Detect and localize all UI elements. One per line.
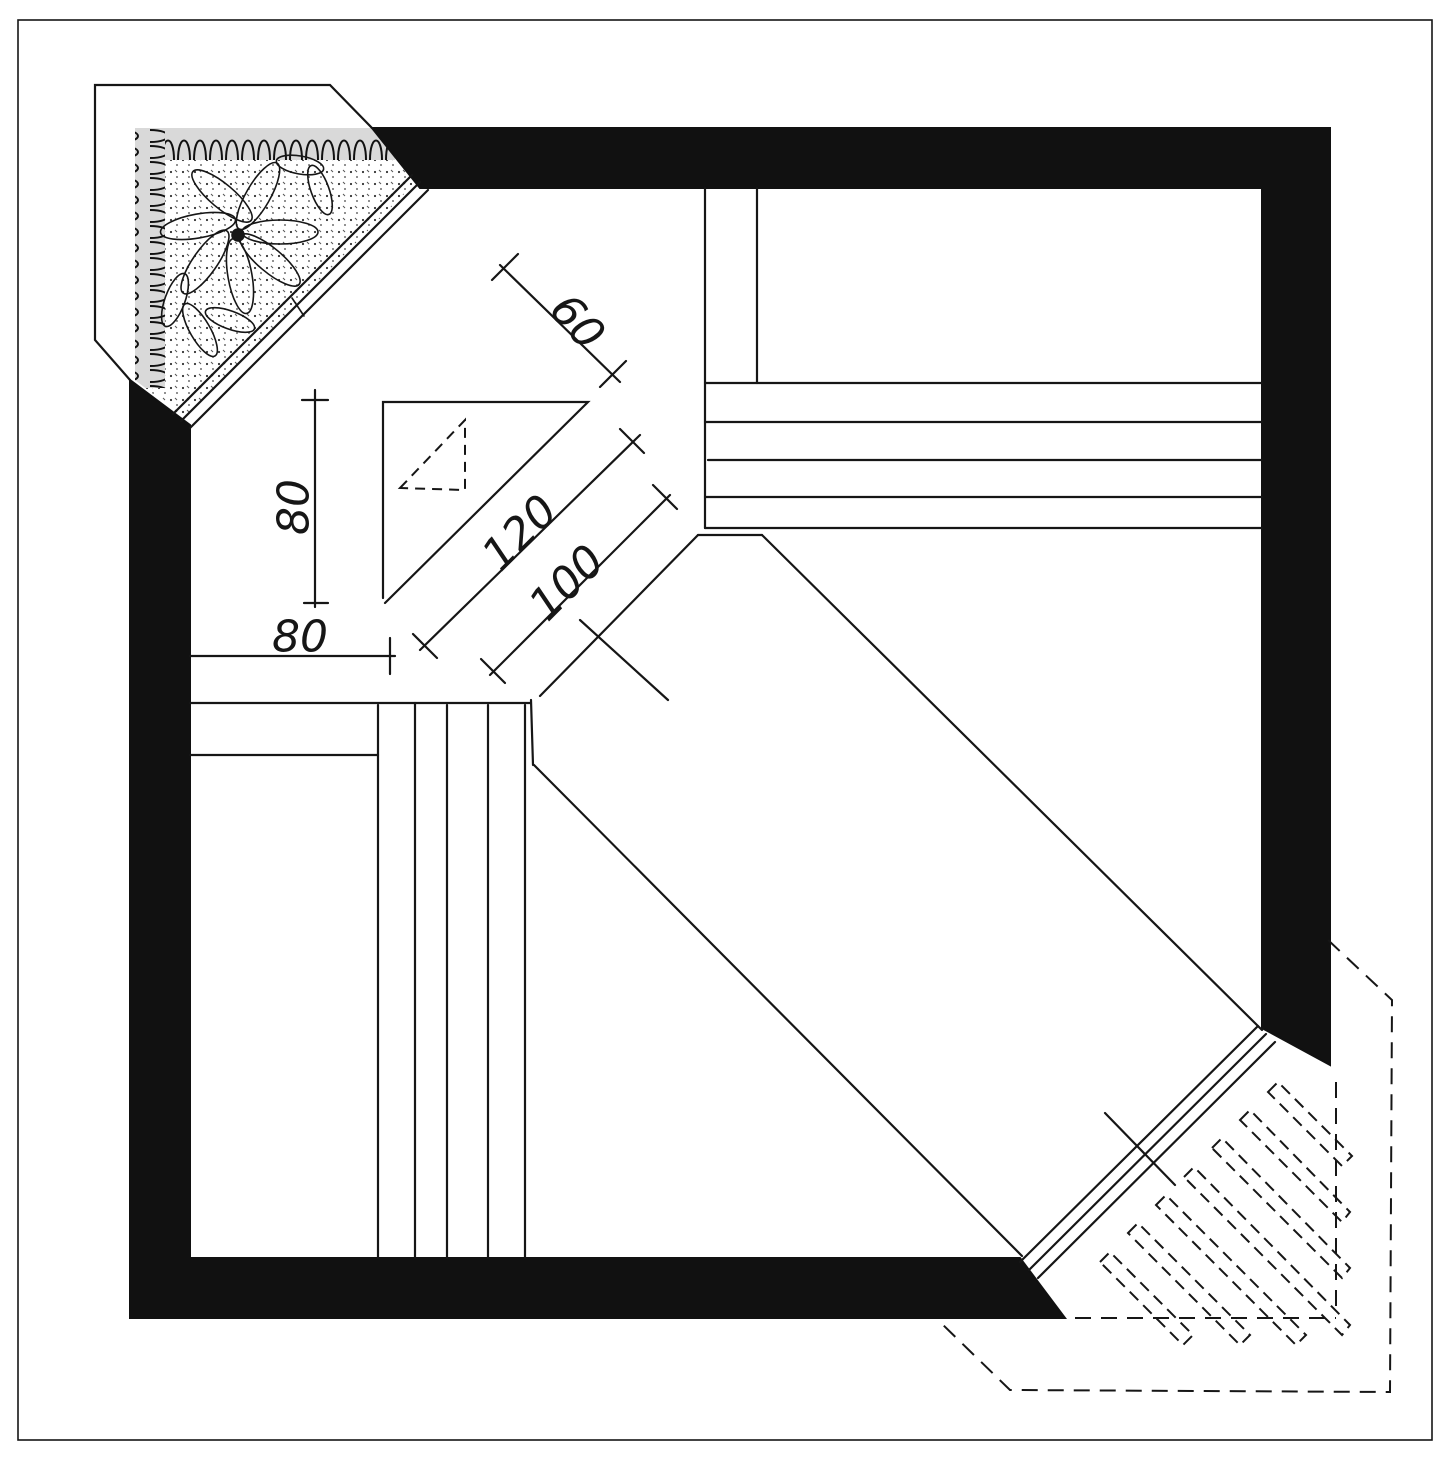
deck-board: [1210, 1136, 1352, 1280]
wall-top-right: [369, 127, 1331, 1067]
deck-board: [1182, 1165, 1352, 1337]
dimension-80-vertical: 80: [269, 388, 330, 609]
lower-left-unit: [188, 701, 532, 1260]
sheet-frame: [17, 19, 1433, 1441]
dim-line: [488, 493, 672, 677]
bed-edge: [532, 763, 1024, 1258]
corner-table: [381, 400, 591, 605]
window-tick: [291, 297, 305, 317]
planting-outline: [93, 83, 374, 382]
deck-board: [1154, 1193, 1308, 1347]
dim-tick: [411, 632, 439, 660]
planting-area: [135, 128, 416, 418]
terrace-area: [939, 939, 1394, 1394]
deck-board: [1238, 1108, 1352, 1224]
window-line: [1018, 1024, 1260, 1264]
dimension-60: 60: [490, 252, 628, 389]
table-dashed-inset: [397, 417, 466, 492]
bed-edge: [760, 533, 1264, 1032]
dim-label-60: 60: [539, 284, 614, 360]
dim-tick: [490, 252, 520, 282]
dim-tick: [618, 427, 646, 455]
dim-label-80-horizontal: 80: [272, 612, 328, 663]
window-top-left: [171, 173, 430, 430]
bed-edge: [529, 698, 535, 767]
window-line: [1027, 1032, 1268, 1272]
dimension-80-horizontal: 80: [188, 612, 397, 676]
dimension-120: 120: [411, 427, 646, 660]
window-line: [179, 180, 422, 423]
planting-border-left: [135, 128, 165, 388]
dim-label-80-vertical: 80: [269, 479, 320, 535]
window-bottom-right: [1018, 1024, 1277, 1280]
window-line: [1036, 1040, 1277, 1280]
terrace-outline: [939, 939, 1394, 1394]
window-line: [171, 173, 414, 416]
flower-icon: [159, 154, 334, 358]
section-tick: [1103, 1111, 1177, 1187]
dim-line: [498, 263, 622, 384]
wall-left-bottom: [129, 378, 1067, 1319]
deck-board: [1098, 1250, 1195, 1347]
upper-right-unit: [703, 186, 1264, 530]
planting-fill: [135, 128, 416, 418]
dim-tick: [479, 657, 507, 685]
diagonal-bed: [529, 533, 1264, 1258]
dim-tick: [598, 359, 628, 389]
dim-tick: [651, 483, 679, 511]
deck-board: [1126, 1221, 1252, 1347]
dim-extension: [578, 618, 670, 702]
window-line: [188, 188, 430, 430]
deck-board: [1266, 1080, 1354, 1168]
planting-border-top: [135, 128, 395, 160]
dim-line: [418, 433, 642, 652]
table-outline: [381, 400, 591, 605]
bed-edge: [538, 533, 700, 698]
